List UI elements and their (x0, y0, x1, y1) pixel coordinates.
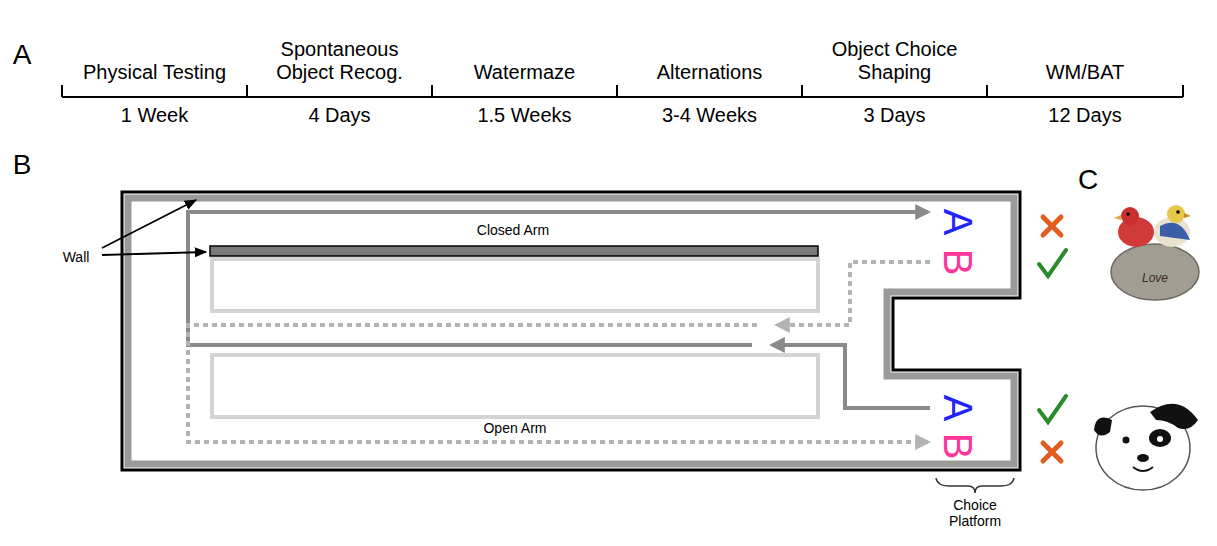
arm-label: Closed Arm (477, 222, 549, 238)
panel-letter: A (13, 39, 32, 71)
stage-duration: 4 Days (252, 104, 427, 127)
stage-duration: 3-4 Weeks (622, 104, 797, 127)
panel-letter: C (1078, 164, 1098, 196)
object-letter: A (938, 395, 978, 422)
closed-arm-wall (210, 246, 818, 256)
bird-object (1111, 205, 1199, 300)
object-letter: B (938, 249, 978, 276)
object-letter: B (938, 433, 978, 460)
stage-duration: 1.5 Weeks (437, 104, 612, 127)
choice-marks (1039, 217, 1066, 461)
stage-duration: 1 Week (67, 104, 242, 127)
stage-name: Physical Testing (67, 61, 242, 84)
stage-name: Object Choice Shaping (807, 38, 982, 84)
object-letter: A (938, 209, 978, 236)
stage-duration: 3 Days (807, 104, 982, 127)
trial-paths (188, 212, 930, 442)
stage-name: Alternations (622, 61, 797, 84)
wall-leaders (102, 200, 206, 255)
platform-label: Choice Platform (935, 497, 1015, 529)
part-label: Wall (63, 249, 90, 265)
arm-label: Open Arm (483, 420, 546, 436)
stage-name: Spontaneous Object Recog. (252, 38, 427, 84)
timeline (62, 85, 1183, 97)
panel-letter: B (13, 149, 32, 181)
maze (122, 192, 1020, 470)
stage-duration: 12 Days (998, 104, 1173, 127)
object-inscription: Love (1142, 272, 1168, 286)
dog-object (1094, 404, 1198, 490)
stage-name: WM/BAT (998, 61, 1173, 84)
platform-bracket (936, 478, 1014, 493)
stage-name: Watermaze (437, 61, 612, 84)
